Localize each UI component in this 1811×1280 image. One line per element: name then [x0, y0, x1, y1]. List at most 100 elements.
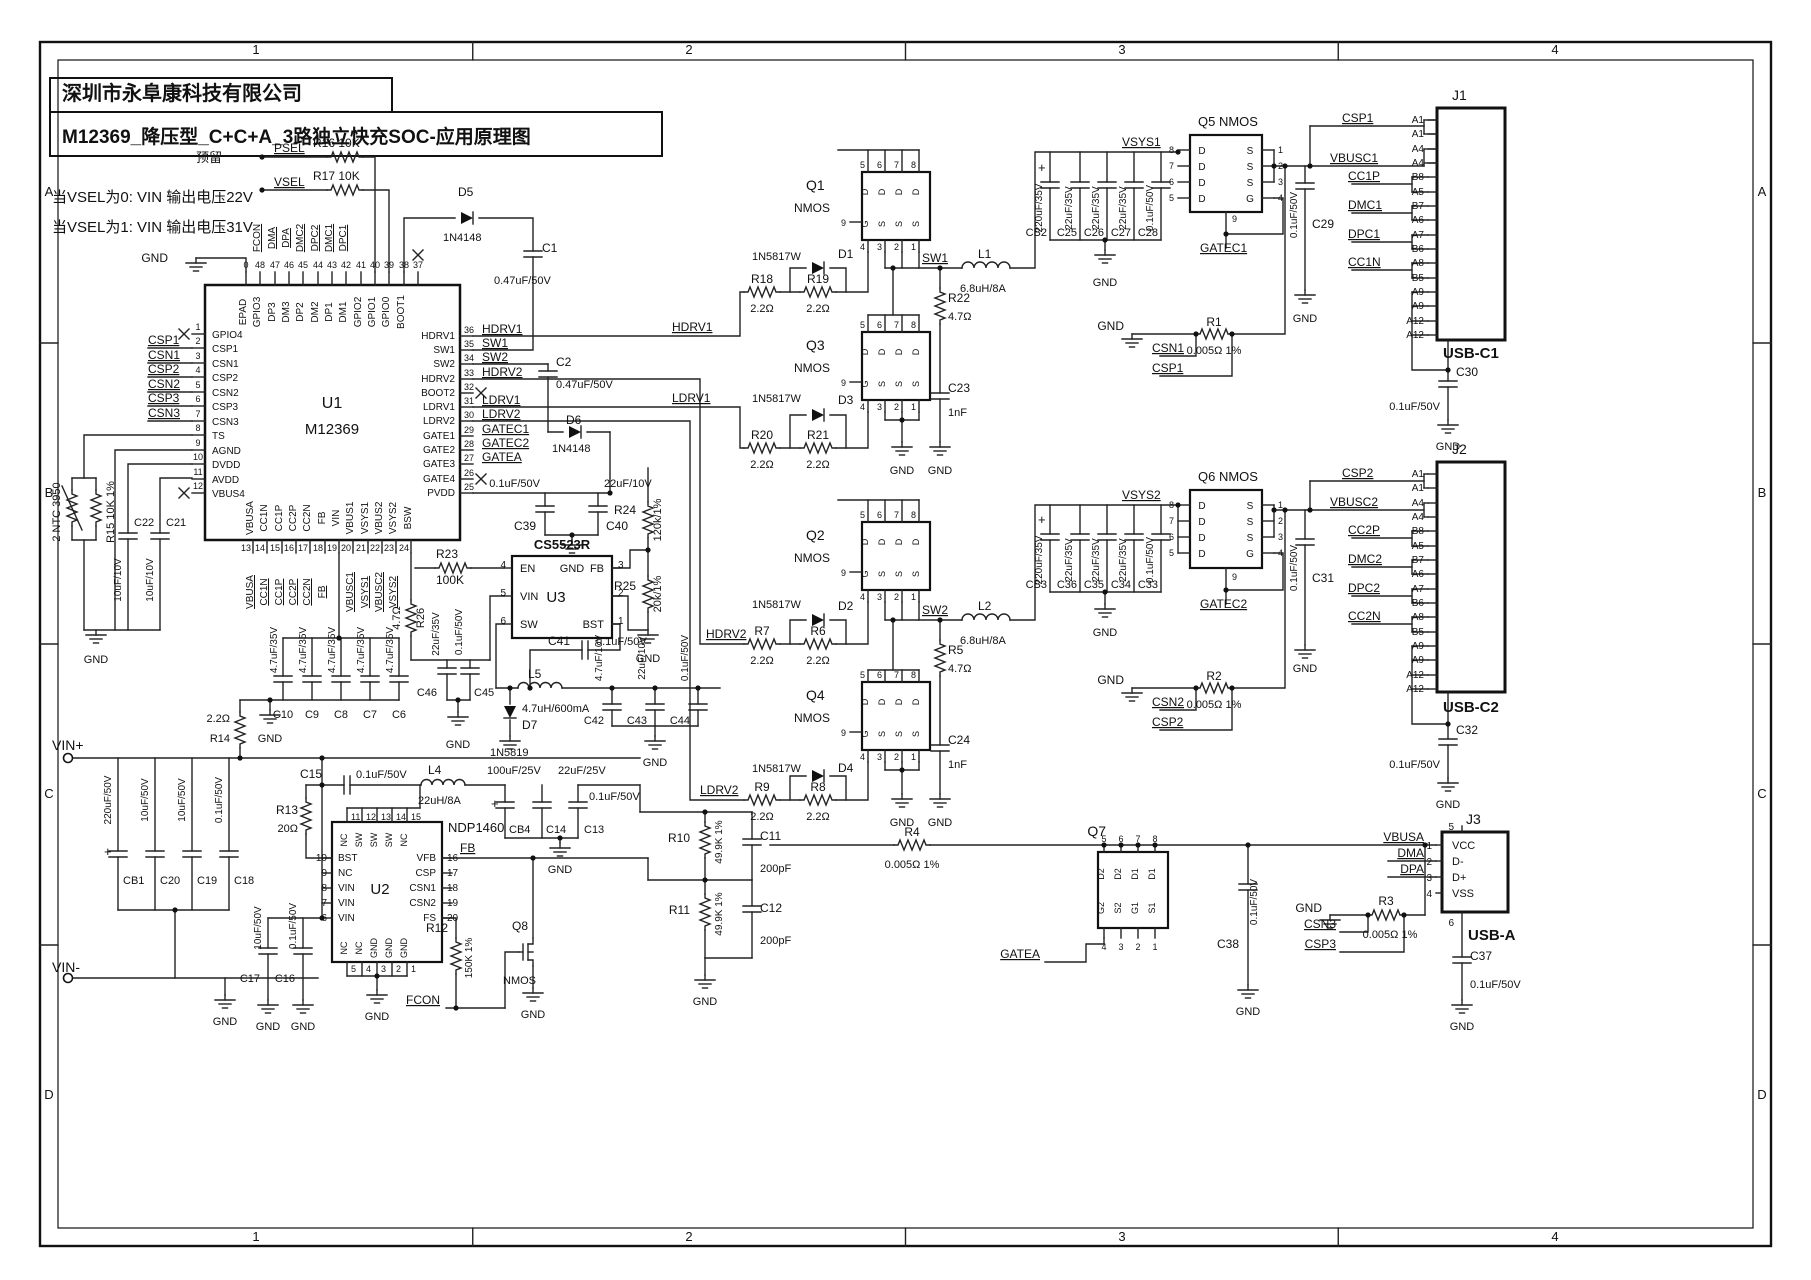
junction-dot	[1193, 331, 1199, 337]
schematic-label: CC2N	[302, 504, 313, 531]
resistor-zigzag	[698, 893, 712, 931]
schematic-label: C28	[1138, 227, 1158, 239]
schematic-label: SW2	[482, 350, 508, 364]
inductor-arcs	[420, 778, 466, 786]
schematic-label: 0.1uF/50V	[489, 478, 540, 490]
schematic-label: Q8	[512, 919, 528, 933]
resistor-zigzag	[65, 489, 79, 527]
schematic-label: R12	[426, 921, 448, 935]
capacitor-symbol	[331, 675, 351, 683]
schematic-label: VBUSC1	[345, 572, 356, 612]
capacitor-symbol	[219, 850, 239, 858]
schematic-label: 220uF/35V	[1034, 535, 1045, 584]
schematic-label: R18	[751, 272, 773, 286]
schematic-label: S	[911, 571, 921, 577]
schematic-label: 200pF	[760, 935, 791, 947]
schematic-label: M12369_降压型_C+C+A_3路独立快充SOC-应用原理图	[62, 125, 531, 148]
capacitor-symbol	[1238, 883, 1258, 891]
resistor-symbol	[1195, 681, 1233, 695]
schematic-label: GND	[1295, 901, 1322, 915]
schematic-label: 9	[321, 868, 327, 879]
schematic-label: CSP1	[1342, 111, 1374, 125]
resistor-symbol	[1195, 327, 1233, 341]
resistor-zigzag	[1367, 908, 1405, 922]
wire	[835, 411, 869, 449]
schematic-label: CSP2	[1152, 715, 1184, 729]
schematic-label: 5	[860, 670, 865, 680]
schematic-label: J1	[1452, 87, 1467, 103]
schematic-label: A8	[1412, 612, 1425, 623]
schematic-label: 47	[270, 260, 280, 270]
schematic-label: GPIO3	[252, 296, 263, 327]
frame-col-label: 2	[685, 1229, 692, 1244]
schematic-label: SW1	[922, 251, 948, 265]
schematic-label: DMC1	[324, 223, 335, 252]
frame-row-label: C	[1757, 786, 1766, 801]
schematic-label: DM2	[310, 301, 321, 323]
schematic-label: 22uF/35V	[1064, 538, 1075, 582]
schematic-label: NMOS	[503, 975, 536, 987]
schematic-label: 4.7uF/35V	[356, 627, 367, 673]
capacitor-symbol	[742, 838, 762, 846]
schematic-label: GND	[548, 864, 573, 876]
schematic-label: 22uH/8A	[418, 795, 461, 807]
schematic-label: D	[860, 188, 870, 195]
ground-symbol	[1451, 999, 1473, 1014]
schematic-label: GND	[1293, 313, 1318, 325]
schematic-label: VCC	[1452, 840, 1475, 852]
schematic-label: VBUSC1	[1330, 151, 1378, 165]
capacitor-symbol	[273, 675, 293, 683]
schematic-label: GND	[1097, 319, 1124, 333]
capacitor-symbol	[150, 532, 170, 540]
schematic-label: 27	[464, 453, 474, 463]
schematic-label: GND	[643, 757, 668, 769]
schematic-label: 3	[1118, 942, 1123, 952]
resistor-symbol	[933, 287, 947, 325]
schematic-label: C36	[1057, 579, 1077, 591]
junction-dot	[1365, 912, 1371, 918]
wire	[114, 449, 193, 631]
schematic-label: C18	[234, 875, 254, 887]
schematic-label: USB-A	[1468, 927, 1516, 944]
schematic-label: AGND	[212, 446, 241, 457]
schematic-label: R17 10K	[313, 169, 360, 183]
schematic-label: 21	[356, 543, 366, 553]
schematic-label: D	[1198, 517, 1205, 528]
schematic-label: NMOS	[794, 551, 830, 565]
schematic-label: GND	[446, 739, 471, 751]
schematic-label: C9	[305, 709, 319, 721]
schematic-label: 2	[894, 592, 899, 602]
schematic-label: CSN1	[1152, 341, 1184, 355]
schematic-label: G2	[1096, 902, 1106, 914]
schematic-label: DMA	[1397, 846, 1424, 860]
nc-line	[178, 328, 190, 340]
schematic-label: 12	[366, 812, 376, 822]
junction-dot	[1102, 589, 1108, 595]
schematic-label: BST	[338, 853, 357, 864]
wire	[472, 378, 745, 645]
frame-row-label: A	[1758, 184, 1767, 199]
resistor-symbol	[698, 821, 712, 859]
capacitor-symbol	[118, 532, 138, 540]
capacitor-symbol	[581, 640, 589, 660]
schematic-label: U1	[322, 395, 343, 412]
schematic-label: VIN+	[52, 737, 84, 753]
schematic-label: 20k/1%	[652, 575, 664, 612]
schematic-label: 49.9K 1%	[714, 892, 725, 935]
schematic-label: 5	[351, 964, 356, 974]
junction-dot	[557, 835, 563, 841]
schematic-label: 2	[396, 964, 401, 974]
resistor-zigzag	[743, 793, 781, 807]
j2-connector-box	[1435, 460, 1507, 694]
junction-dot	[695, 685, 701, 691]
junction-dot	[1135, 842, 1141, 848]
ground-symbol	[694, 974, 716, 989]
schematic-label: 8	[321, 883, 327, 894]
schematic-label: R13	[276, 803, 298, 817]
resistor-zigzag	[893, 838, 931, 852]
resistor-symbol	[698, 893, 712, 931]
schematic-label: 1	[911, 402, 916, 412]
u2-ic-box	[330, 820, 444, 964]
schematic-label: 6	[1118, 834, 1123, 844]
schematic-label: D	[860, 348, 870, 355]
